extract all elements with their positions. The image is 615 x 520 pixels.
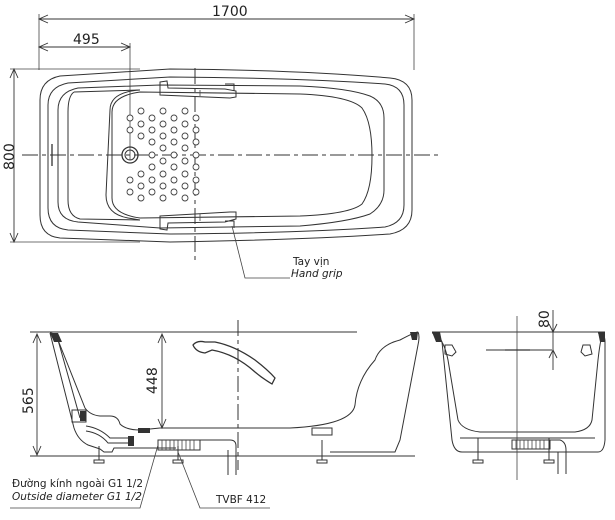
hand-grip-label-vi: Tay vịn	[293, 256, 330, 268]
hand-grip-label-en: Hand grip	[291, 268, 343, 280]
flex-hose-ribs	[161, 440, 195, 450]
dim-overflow-offset: 80	[537, 310, 553, 328]
dim-overall-height: 565	[21, 387, 37, 414]
end-view	[431, 310, 606, 480]
dim-drain-offset: 495	[73, 32, 100, 48]
hand-grip-bottom	[159, 211, 237, 231]
drain-model-label: TVBF 412	[216, 494, 267, 506]
outside-diameter-label-en: Outside diameter G1 1/2	[12, 491, 142, 503]
outside-diameter-label-vi: Đường kính ngoài G1 1/2	[12, 478, 144, 490]
side-view	[10, 320, 420, 509]
dim-overall-length: 1700	[212, 4, 248, 20]
top-view	[9, 14, 438, 279]
end-flex-hose-ribs	[515, 440, 545, 449]
hand-grip-top	[159, 80, 237, 99]
dim-inner-depth: 448	[145, 367, 161, 394]
dim-overall-width: 800	[2, 143, 18, 170]
anti-slip-dots	[126, 107, 200, 202]
